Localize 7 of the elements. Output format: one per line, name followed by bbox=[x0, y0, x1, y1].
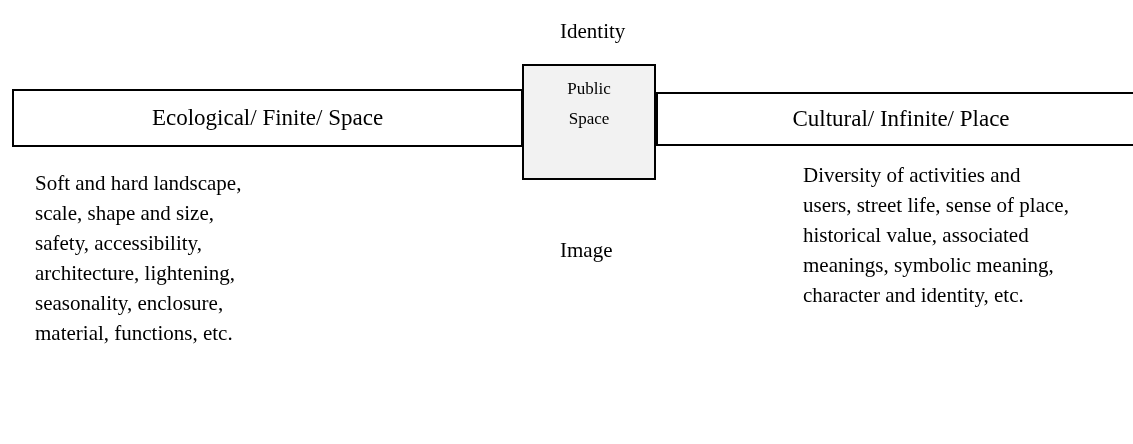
category-bar: Cultural/ Infinite/ Place bbox=[656, 92, 1133, 146]
description-text: Soft and hard landscape, scale, shape and size, safety, accessibility, architecture, lightening, seasonality, enclosure, material, functions, etc. bbox=[35, 170, 243, 347]
description-text: Diversity of activities and users, street life, sense of place, historical value, associated meanings, symbolic meaning, character and identity, etc. bbox=[803, 162, 1070, 309]
axis-label: Identity bbox=[560, 18, 626, 45]
category-bar: Ecological/ Finite/ Space bbox=[12, 89, 523, 147]
center-box: Public Space bbox=[522, 64, 656, 180]
axis-label: Image bbox=[560, 237, 613, 264]
